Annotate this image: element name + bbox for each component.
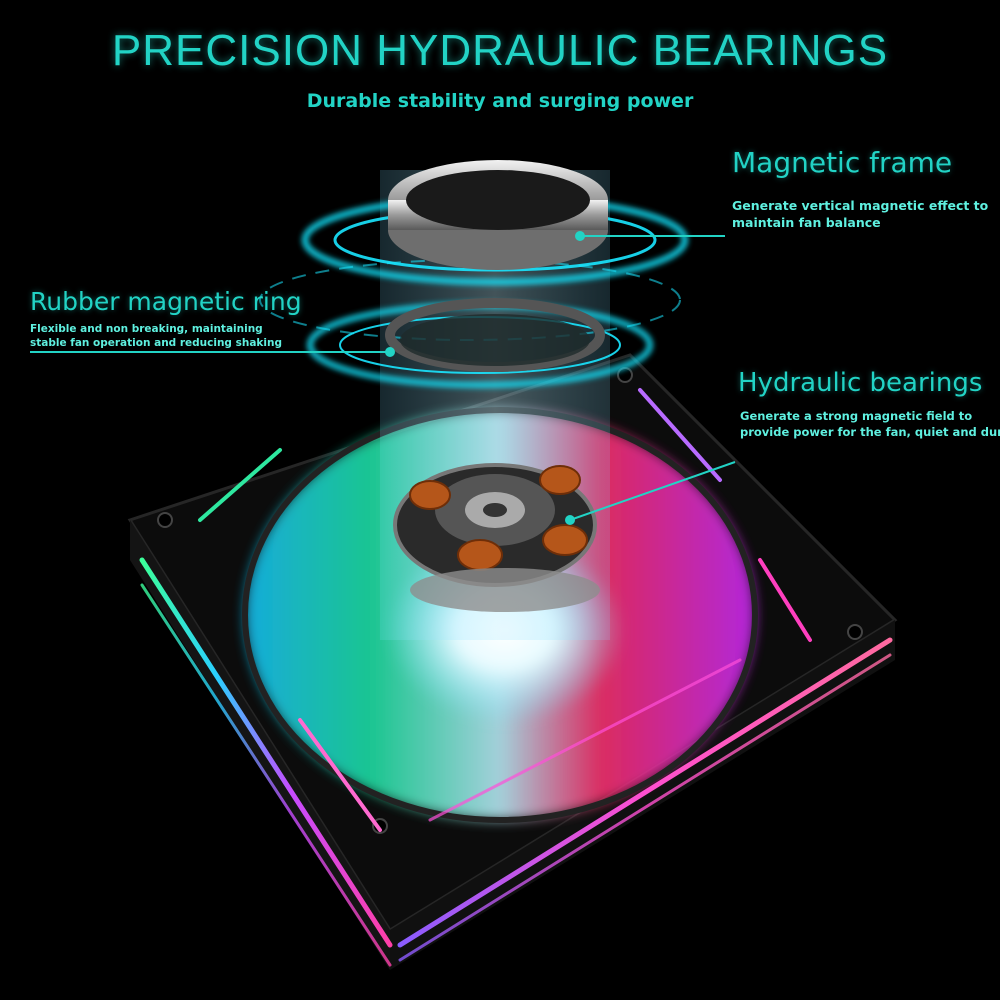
motor-stator [393, 463, 600, 612]
magnetic-frame-ring [388, 160, 608, 270]
rubber-magnetic-ring [385, 298, 605, 372]
rubber-ring-title: Rubber magnetic ring [30, 287, 302, 316]
page-title: PRECISION HYDRAULIC BEARINGS [111, 26, 889, 75]
rubber-ring-desc-line: stable fan operation and reducing shakin… [30, 337, 282, 349]
hydraulic-bearings-desc: Generate a strong magnetic field to prov… [740, 408, 1000, 440]
mount-hole [847, 624, 863, 640]
copper-coil [542, 524, 588, 556]
hydraulic-bearings-desc-line: provide power for the fan, quiet and dur… [740, 425, 1000, 439]
rgb-light-strips [139, 388, 893, 967]
mount-hole [157, 512, 173, 528]
rubber-ring-desc-line: Flexible and non breaking, maintaining [30, 323, 263, 335]
page-subtitle: Durable stability and surging power [306, 90, 694, 112]
callout-lines [30, 231, 736, 525]
magnetic-frame-title: Magnetic frame [732, 146, 953, 179]
hydraulic-bearings-title: Hydraulic bearings [738, 368, 983, 398]
magnetic-frame-desc-line: Generate vertical magnetic effect to [732, 198, 989, 213]
copper-coil [457, 539, 503, 571]
copper-coil [539, 465, 581, 495]
magnetic-frame-desc-line: maintain fan balance [732, 215, 881, 230]
copper-coil [409, 480, 451, 510]
rubber-ring-desc: Flexible and non breaking, maintaining s… [30, 322, 282, 350]
hydraulic-bearings-desc-line: Generate a strong magnetic field to [740, 409, 973, 423]
magnetic-frame-desc: Generate vertical magnetic effect to mai… [732, 197, 988, 231]
